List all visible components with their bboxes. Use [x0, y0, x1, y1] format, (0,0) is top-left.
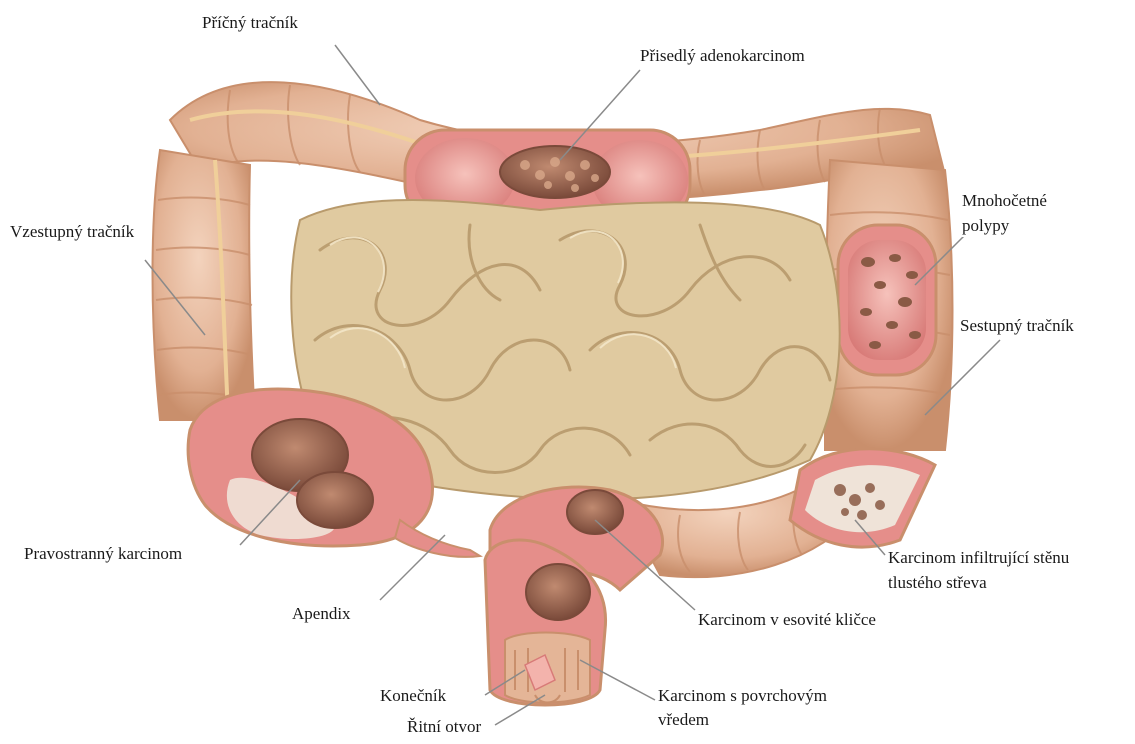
label-right-sided-carcinoma: Pravostranný karcinom [22, 543, 184, 565]
label-infiltrating-carcinoma-line2: tlustého střeva [886, 572, 989, 594]
label-ulcerated-carcinoma-line1: Karcinom s povrchovým [656, 685, 829, 707]
label-appendix: Apendix [290, 603, 353, 625]
label-infiltrating-carcinoma-line1: Karcinom infiltrující stěnu [886, 547, 1071, 569]
label-multiple-polyps-line1: Mnohočetné [960, 190, 1049, 212]
appendix [395, 520, 480, 557]
label-rectum: Konečník [378, 685, 448, 707]
label-ulcerated-carcinoma-line2: vředem [656, 709, 711, 731]
multiple-polyps-segment [838, 225, 936, 375]
label-multiple-polyps-line2: polypy [960, 215, 1011, 237]
label-ascending-colon: Vzestupný tračník [8, 221, 136, 243]
label-sessile-adenocarcinoma: Přisedlý adenokarcinom [638, 45, 807, 67]
label-sigmoid-carcinoma: Karcinom v esovité kličce [696, 609, 878, 631]
label-descending-colon: Sestupný tračník [958, 315, 1076, 337]
label-anus: Řitní otvor [405, 716, 483, 738]
infiltrating-carcinoma-segment [790, 449, 935, 547]
label-transverse-colon: Příčný tračník [200, 12, 300, 34]
ascending-colon [153, 150, 256, 420]
